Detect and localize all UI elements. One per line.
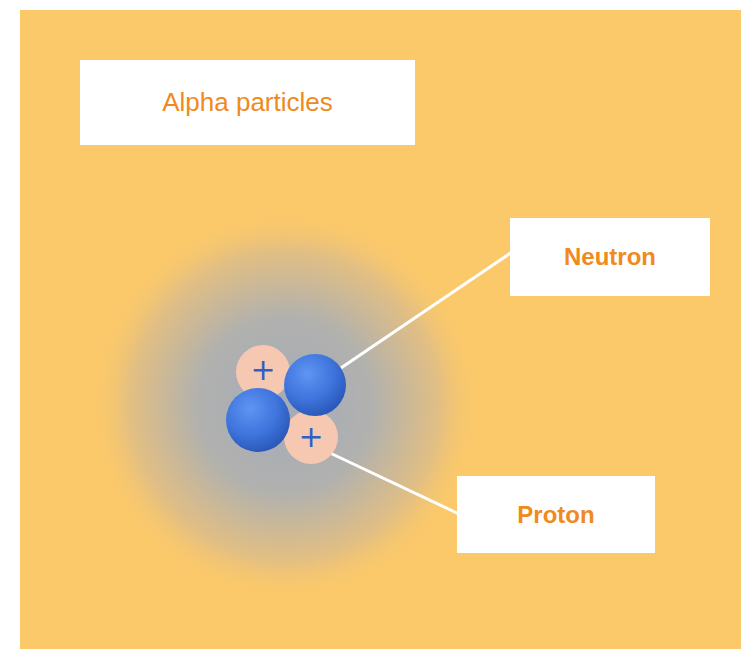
label-box: Alpha particles bbox=[80, 60, 415, 145]
glow bbox=[90, 210, 480, 600]
heading-text: Alpha particles bbox=[162, 87, 333, 118]
leader-line bbox=[335, 252, 512, 372]
proton-sphere bbox=[284, 410, 338, 464]
label-box: Proton bbox=[457, 476, 655, 553]
charge-sign: + bbox=[248, 355, 278, 385]
label-box: Neutron bbox=[510, 218, 710, 296]
background bbox=[20, 10, 741, 649]
neutron-sphere bbox=[226, 388, 290, 452]
neutron-sphere bbox=[284, 354, 346, 416]
part-name: Proton bbox=[517, 501, 594, 529]
leader-line bbox=[328, 452, 459, 514]
charge-sign: + bbox=[296, 422, 326, 452]
part-name: Neutron bbox=[564, 243, 656, 271]
